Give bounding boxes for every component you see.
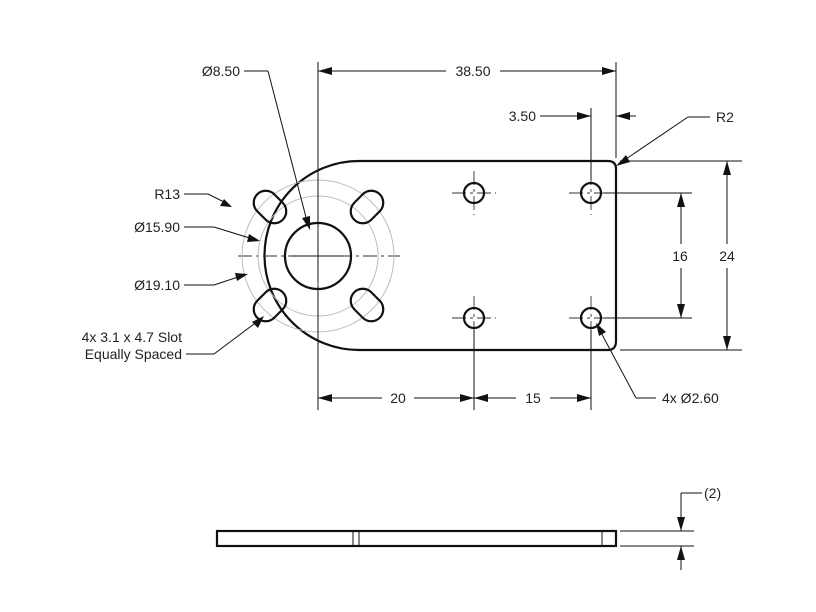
extension-lines <box>317 62 742 410</box>
side-view-outline <box>215 529 618 548</box>
slot-note-line2: Equally Spaced <box>85 346 182 362</box>
bore-diameter-label: Ø8.50 <box>202 63 240 79</box>
leader-outer-circle <box>184 273 248 286</box>
leader-inner-circle <box>184 226 260 242</box>
leader-bore <box>244 70 310 230</box>
hole-spacing-label: 16 <box>672 248 688 264</box>
overall-length-label: 38.50 <box>455 63 490 79</box>
dim-hole-spacing <box>677 193 685 318</box>
slot-note-line1: 4x 3.1 x 4.7 Slot <box>82 329 183 345</box>
thickness-label: (2) <box>704 485 721 501</box>
mounting-holes <box>462 181 603 330</box>
dim-thickness <box>620 492 702 570</box>
dim-overall-length <box>318 67 616 75</box>
leader-slot-note <box>186 316 264 355</box>
edge-offset-label: 3.50 <box>509 108 536 124</box>
leader-holes-note <box>596 323 656 399</box>
hole-offset-1-label: 20 <box>390 390 406 406</box>
overall-width-label: 24 <box>719 248 735 264</box>
top-view: 38.50 3.50 R2 Ø8.50 R13 Ø15.90 Ø19.10 4x… <box>82 62 742 410</box>
side-view: (2) <box>215 485 721 570</box>
leader-end-radius <box>184 193 232 207</box>
part-outline <box>263 159 618 352</box>
dim-overall-width <box>723 161 731 350</box>
hole-offset-2-label: 15 <box>525 390 541 406</box>
outer-circle-label: Ø19.10 <box>134 277 180 293</box>
dimension-labels: 38.50 3.50 R2 Ø8.50 R13 Ø15.90 Ø19.10 4x… <box>82 63 735 406</box>
inner-circle-label: Ø15.90 <box>134 219 180 235</box>
end-radius-label: R13 <box>154 186 180 202</box>
dim-edge-offset <box>540 112 636 120</box>
holes-note-label: 4x Ø2.60 <box>662 390 719 406</box>
leader-corner-radius <box>616 116 710 166</box>
corner-radius-label: R2 <box>716 109 734 125</box>
dim-hole-offset-2 <box>474 394 591 402</box>
dim-hole-offset-1 <box>318 394 474 402</box>
